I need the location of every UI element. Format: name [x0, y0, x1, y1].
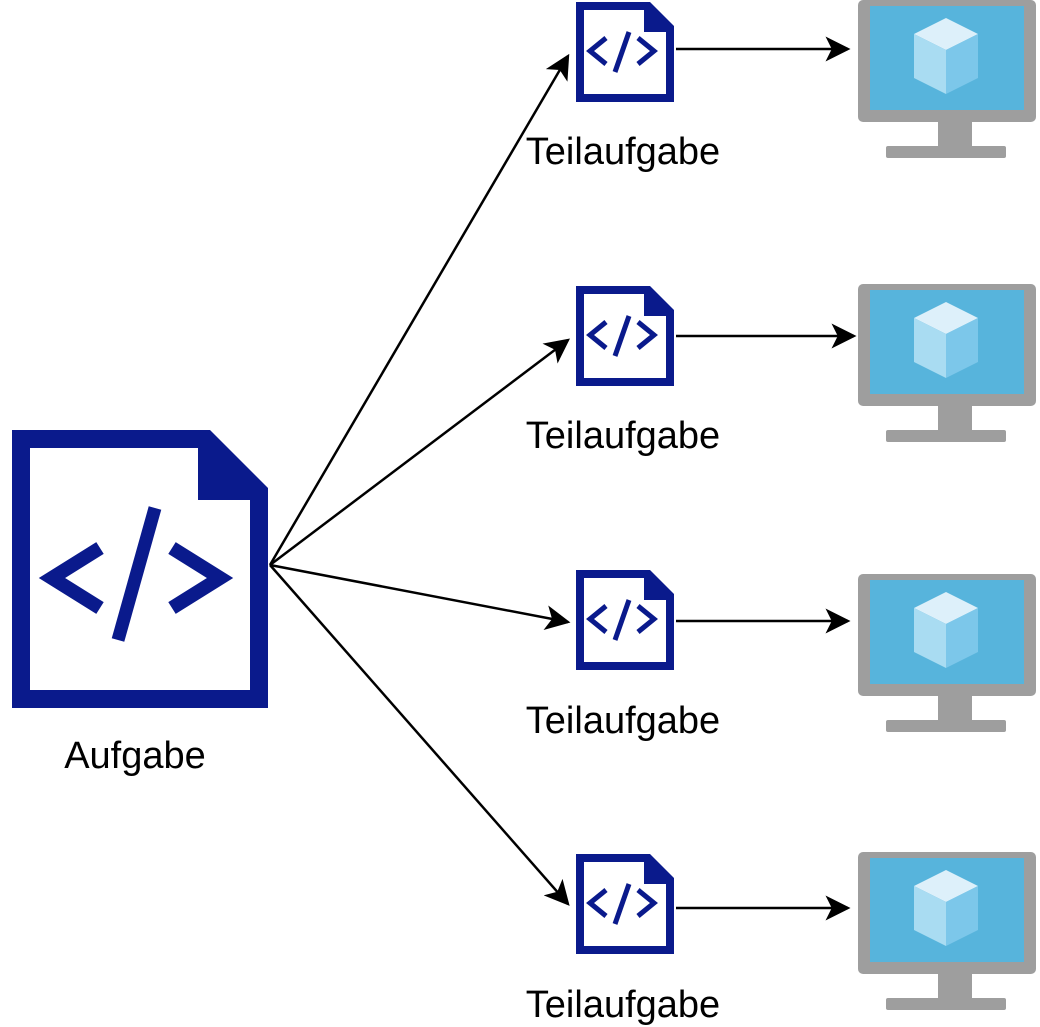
subtask-label-2: Teilaufgabe — [525, 415, 721, 457]
code-file-icon — [576, 2, 674, 102]
main-task-label: Aufgabe — [64, 735, 206, 777]
subtask-label-3: Teilaufgabe — [525, 700, 721, 742]
virtual-machine-icon — [858, 574, 1036, 732]
arrow-to-subtask-3 — [269, 563, 571, 631]
subtask-label-4: Teilaufgabe — [525, 984, 721, 1026]
code-file-icon — [576, 286, 674, 386]
code-file-icon — [576, 570, 674, 670]
subtask-row-1 — [576, 0, 1036, 158]
virtual-machine-icon — [858, 0, 1036, 158]
code-file-icon — [576, 854, 674, 954]
code-file-icon — [12, 430, 268, 708]
virtual-machine-icon — [858, 852, 1036, 1010]
subtask-row-3 — [576, 570, 1036, 732]
subtask-label-1: Teilaufgabe — [525, 131, 721, 173]
virtual-machine-icon — [858, 284, 1036, 442]
subtask-row-2 — [576, 284, 1036, 442]
subtask-row-4 — [576, 852, 1036, 1010]
fanout-arrows — [268, 53, 571, 906]
arrow-to-subtask-1 — [268, 53, 570, 566]
arrow-to-subtask-2 — [269, 338, 570, 566]
arrow-to-subtask-4 — [269, 564, 570, 906]
